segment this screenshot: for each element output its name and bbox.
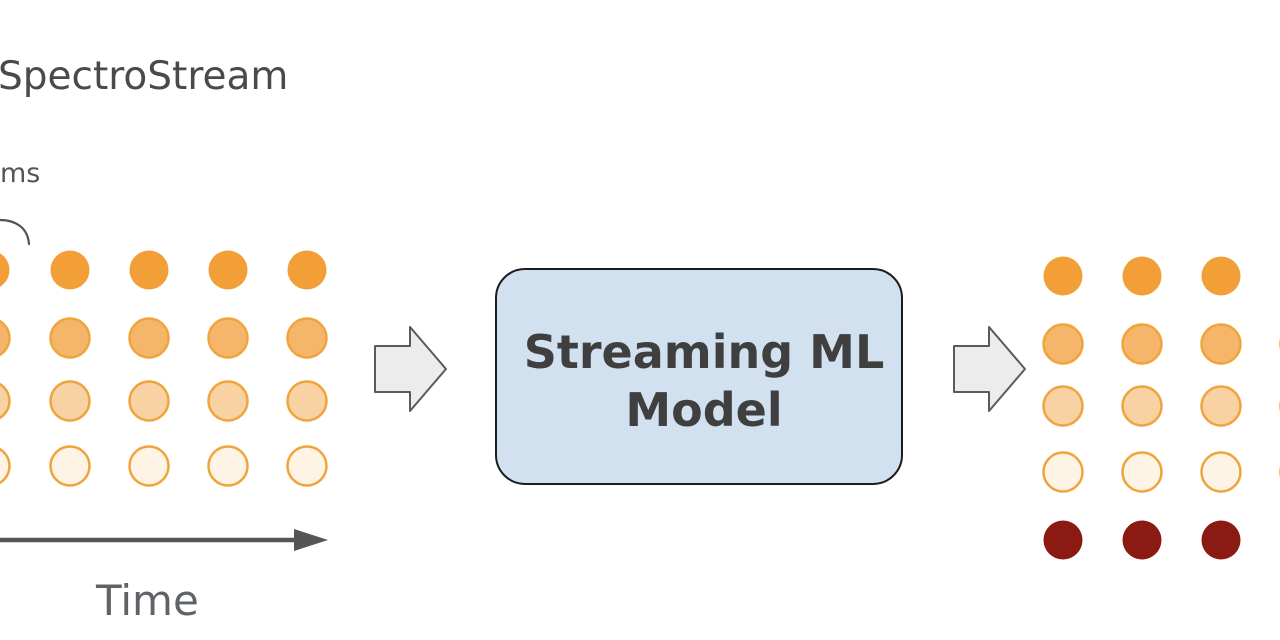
input-token-r2-c1 [0,319,11,357]
input-token-r1-c4 [208,250,248,290]
input-token-r2-c2 [49,317,91,359]
output-token-grid [1042,256,1280,560]
input-token-r1-c1 [0,253,10,287]
output-token-r3-c1 [1042,385,1084,427]
output-token-r1-c2 [1122,256,1162,296]
output-token-r1-c1 [1043,256,1083,296]
input-token-r1-c2 [50,250,90,290]
output-token-r2-c3 [1200,323,1242,365]
frame-duration-label: ms [0,158,41,189]
input-token-r2-c3 [128,317,170,359]
output-token-r2-c1 [1042,323,1084,365]
output-token-r5-c3 [1201,520,1241,560]
frame-brace [0,218,31,246]
input-token-r2-c4 [207,317,249,359]
output-token-r3-c3 [1200,385,1242,427]
model-label: Streaming ML Model [523,324,885,437]
diagram-title: SpectroStream [0,54,289,99]
input-token-r4-c4 [207,445,249,487]
output-token-r5-c1 [1043,520,1083,560]
input-token-r4-c1 [0,447,11,485]
input-token-r3-c2 [49,380,91,422]
output-token-r1-c3 [1201,256,1241,296]
time-axis-arrow [0,529,328,551]
output-token-r3-c2 [1121,385,1163,427]
streaming-model-box: Streaming ML Model [495,268,903,485]
input-token-r3-c4 [207,380,249,422]
input-token-r4-c2 [49,445,91,487]
input-token-r2-c5 [286,317,328,359]
time-axis-label: Time [96,576,199,625]
input-token-r1-c5 [287,250,327,290]
output-token-r4-c3 [1200,451,1242,493]
output-token-r2-c2 [1121,323,1163,365]
input-token-r4-c3 [128,445,170,487]
input-token-r3-c5 [286,380,328,422]
output-token-r5-c2 [1122,520,1162,560]
input-to-model-arrow [374,326,447,412]
output-token-r4-c1 [1042,451,1084,493]
input-token-grid [0,250,328,487]
input-token-r4-c5 [286,445,328,487]
input-token-r3-c1 [0,382,11,420]
input-token-r1-c3 [129,250,169,290]
output-token-r4-c2 [1121,451,1163,493]
model-to-output-arrow [953,326,1026,412]
input-token-r3-c3 [128,380,170,422]
